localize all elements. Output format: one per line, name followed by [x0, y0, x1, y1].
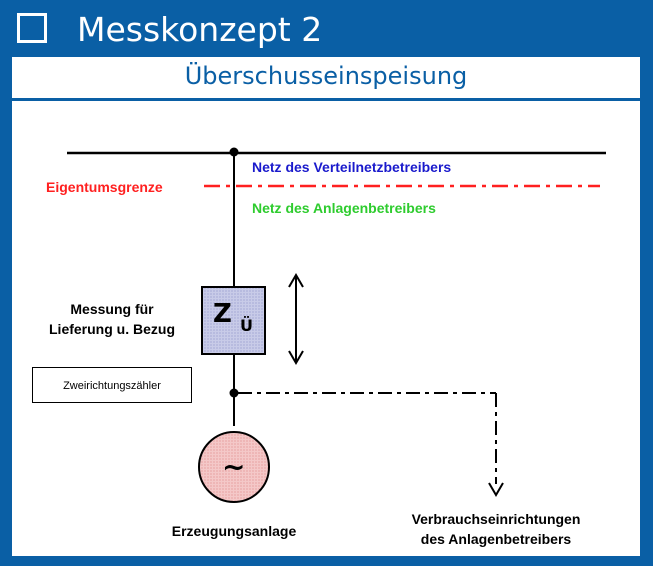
diagram-svg: [67, 147, 606, 503]
generator-symbol: ~: [222, 450, 246, 483]
consumers-label-line2: des Anlagenbetreibers: [420, 531, 572, 547]
meter-type-box: Zweirichtungszähler: [32, 367, 192, 403]
page-title: Messkonzept 2: [77, 10, 323, 49]
subtitle: Überschusseinspeisung: [184, 62, 468, 90]
grid-node: [229, 147, 239, 157]
grid-operator-label: Netz des Verteilnetzbetreibers: [252, 159, 452, 175]
plant-operator-grid-label: Netz des Anlagenbetreibers: [252, 200, 436, 216]
diagram-canvas: Netz des Verteilnetzbetreibers Eigentums…: [12, 101, 640, 556]
branch-node: [229, 388, 239, 398]
consumers-label-line1: Verbrauchseinrichtungen: [411, 511, 581, 527]
meter-symbol: Z: [213, 299, 232, 329]
measurement-arrow-bottom: [288, 350, 304, 365]
meter-box: [201, 286, 266, 355]
meter-subscript: Ü: [240, 316, 253, 335]
checkbox-icon[interactable]: [17, 13, 47, 43]
generation-plant-label: Erzeugungsanlage: [171, 523, 297, 539]
consumer-arrowhead: [488, 482, 504, 497]
measurement-label-line1: Messung für: [70, 301, 154, 317]
generator-circle: [198, 431, 270, 503]
measurement-arrow-top: [288, 273, 304, 288]
subtitle-bar: Überschusseinspeisung: [12, 57, 640, 98]
meter-type-label: Zweirichtungszähler: [63, 380, 161, 392]
ownership-boundary-label: Eigentumsgrenze: [46, 179, 163, 195]
measurement-label-line2: Lieferung u. Bezug: [49, 321, 175, 337]
